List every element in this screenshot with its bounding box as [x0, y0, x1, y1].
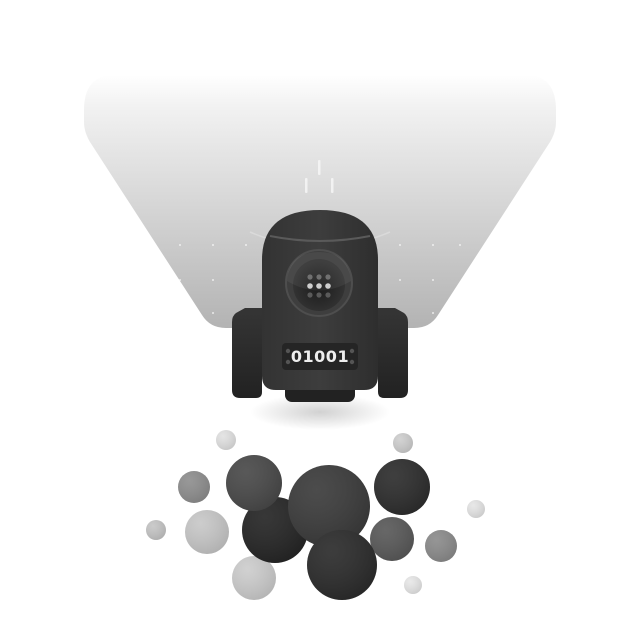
plate-label: 01001 [290, 347, 350, 366]
right-fin [378, 308, 408, 398]
rocket-shadow [250, 394, 390, 430]
plate-rivets [285, 348, 355, 365]
speed-streaks [305, 160, 334, 193]
window-glare [287, 252, 351, 291]
exhaust-bubbles [146, 430, 485, 600]
sparkle-dots [179, 244, 461, 314]
bubble-shading [146, 520, 166, 540]
bubble-shading [467, 500, 485, 518]
bubble-shading [178, 471, 210, 503]
bubble-shading [307, 530, 377, 600]
bubble-shading [232, 556, 276, 600]
light-beam [84, 75, 556, 328]
nose-band [269, 235, 371, 242]
rocket [232, 210, 408, 402]
bubble-shading [393, 433, 413, 453]
bubble-shading [216, 430, 236, 450]
bubble-shading [185, 510, 229, 554]
left-fin [232, 308, 262, 398]
window-dots [307, 274, 331, 298]
bubble-shading [288, 465, 370, 547]
bubble-shading [370, 517, 414, 561]
bubble-shading [226, 455, 282, 511]
bubble-shading [374, 459, 430, 515]
bubble-shading [425, 530, 457, 562]
bubble-shading [404, 576, 422, 594]
id-plate [282, 343, 358, 370]
